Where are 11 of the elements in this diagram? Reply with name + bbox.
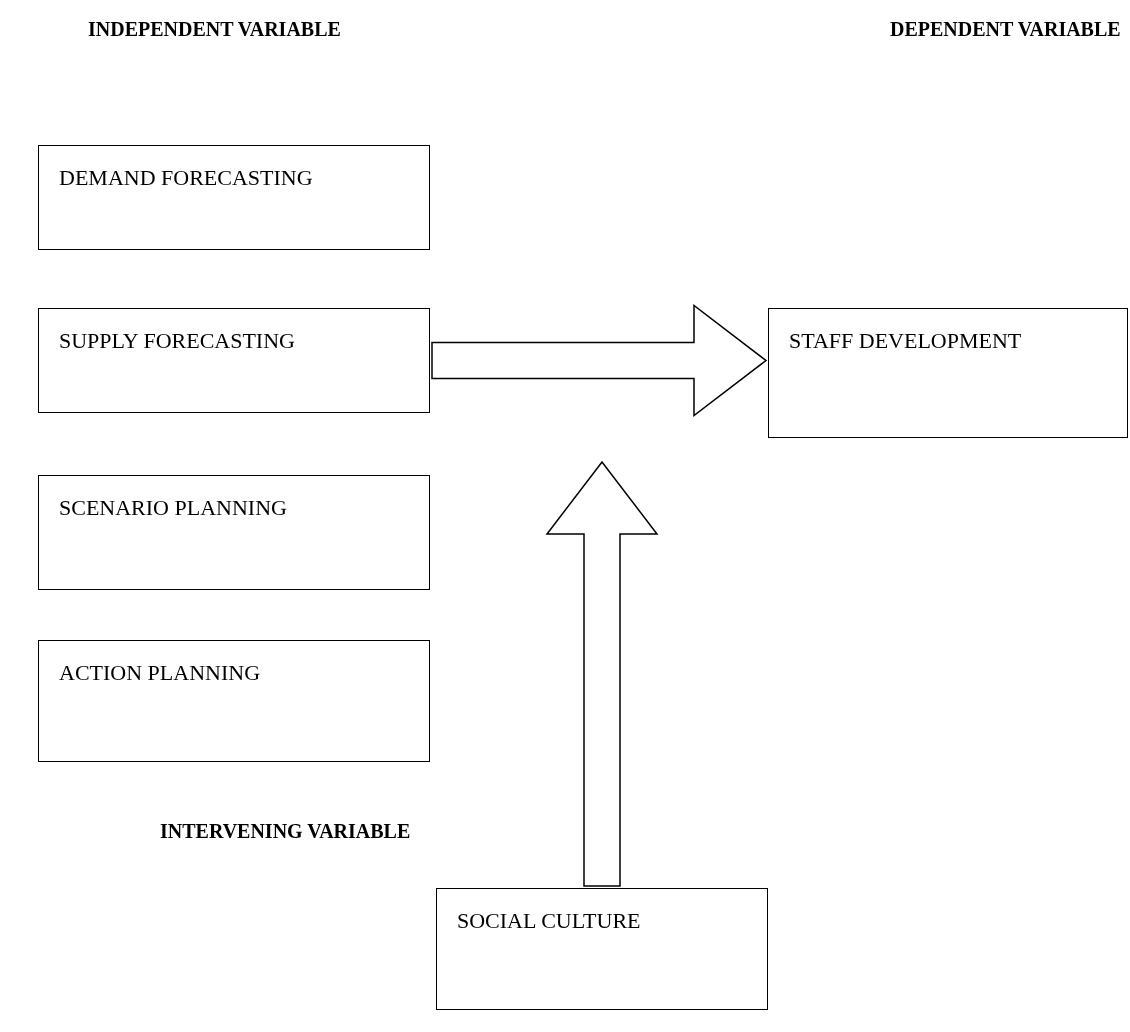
text-box: SOCIAL CULTURE: [436, 888, 768, 1010]
text-box: STAFF DEVELOPMENT: [768, 308, 1128, 438]
text-box: ACTION PLANNING: [38, 640, 430, 762]
heading: INDEPENDENT VARIABLE: [88, 18, 341, 41]
block-arrow: [431, 304, 768, 417]
text-box: SCENARIO PLANNING: [38, 475, 430, 590]
heading: DEPENDENT VARIABLE: [890, 18, 1121, 41]
block-arrow: [545, 460, 659, 887]
text-box: SUPPLY FORECASTING: [38, 308, 430, 413]
text-box: DEMAND FORECASTING: [38, 145, 430, 250]
heading: INTERVENING VARIABLE: [160, 820, 411, 843]
